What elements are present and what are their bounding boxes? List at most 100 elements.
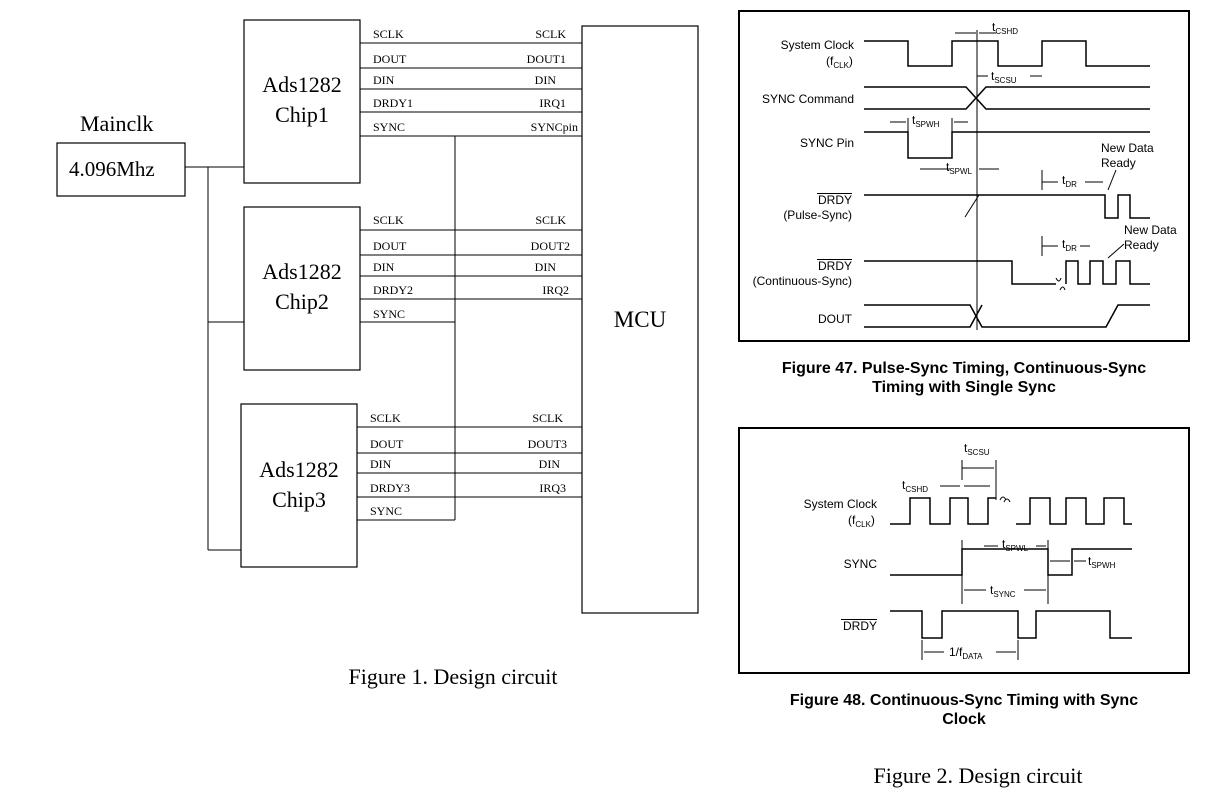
f47-ready-1: Ready bbox=[1101, 156, 1136, 170]
chip2-label: Chip2 bbox=[275, 289, 329, 314]
f47-wave-sysclk bbox=[864, 40, 1150, 67]
figure48-caption-line2: Clock bbox=[942, 711, 986, 728]
f47-label-pulse-sync: (Pulse-Sync) bbox=[783, 208, 852, 222]
f47-new-data-2: New Data bbox=[1124, 223, 1177, 237]
f47-label-sync-command: SYNC Command bbox=[762, 92, 854, 106]
figure48-caption-line1: Figure 48. Continuous-Sync Timing with S… bbox=[790, 692, 1138, 709]
f47-wave-sync-pin bbox=[864, 131, 1150, 159]
chip2-net-sclk: SCLK bbox=[535, 213, 566, 227]
figure47-caption-line2: Timing with Single Sync bbox=[872, 379, 1056, 396]
f48-label-sysclk: System Clock bbox=[804, 497, 878, 511]
chip2-pin-drdy: DRDY2 bbox=[373, 283, 413, 297]
chip3-pin-din: DIN bbox=[370, 457, 392, 471]
chip2-box bbox=[243, 206, 361, 371]
chip1-pin-dout: DOUT bbox=[373, 52, 407, 66]
f48-tsync: tSYNC bbox=[990, 583, 1016, 599]
chip2-pin-sync: SYNC bbox=[373, 307, 405, 321]
chip2-pin-dout: DOUT bbox=[373, 239, 407, 253]
f47-new-data-1: New Data bbox=[1101, 141, 1154, 155]
chip2: Ads1282 Chip2 SCLK DOUT DIN DRDY2 SYNC S… bbox=[243, 206, 582, 371]
f47-tdr2: tDR bbox=[1062, 237, 1077, 253]
f48-tscsu-ticks bbox=[961, 460, 997, 500]
f47-label-drdy-cont: DRDY bbox=[818, 259, 852, 273]
f47-new-data-pointer-2 bbox=[1107, 243, 1125, 259]
chip2-net-dout: DOUT2 bbox=[531, 239, 570, 253]
f48-tcshd: tCSHD bbox=[902, 478, 928, 494]
figure47-caption-line1: Figure 47. Pulse-Sync Timing, Continuous… bbox=[782, 360, 1146, 377]
figure48-timing: System Clock (fCLK) SYNC DRDY tSCSU tCSH… bbox=[738, 427, 1190, 728]
f47-break-icon bbox=[1055, 277, 1066, 291]
f48-sync-ticks bbox=[961, 540, 1049, 604]
chip3: Ads1282 Chip3 SCLK DOUT DIN DRDY3 SYNC S… bbox=[240, 403, 582, 568]
mcu-box bbox=[581, 25, 699, 614]
chip2-name: Ads1282 bbox=[262, 259, 341, 284]
f48-tscsu: tSCSU bbox=[964, 441, 990, 457]
mainclk-label: Mainclk bbox=[80, 111, 153, 136]
chip1-net-sclk: SCLK bbox=[535, 27, 566, 41]
chip2-pin-din: DIN bbox=[373, 260, 395, 274]
f47-tdr1-arrows bbox=[1041, 170, 1103, 190]
chip1-wires bbox=[360, 42, 582, 137]
f48-tspwl: tSPWL bbox=[1002, 537, 1029, 553]
design-circuit: Mainclk 4.096Mhz Ads1282 Chip1 SCLK DOUT… bbox=[56, 19, 699, 689]
f48-wave-sysclk-a bbox=[890, 497, 996, 525]
f47-tdr2-arrows bbox=[1041, 236, 1090, 256]
chip3-name: Ads1282 bbox=[259, 457, 338, 482]
f48-label-fclk: (fCLK) bbox=[848, 513, 875, 529]
chip1-net-dout: DOUT1 bbox=[527, 52, 566, 66]
figure47-frame bbox=[738, 10, 1190, 342]
f47-wave-drdy-cont-b bbox=[1065, 260, 1150, 285]
chip3-net-sclk: SCLK bbox=[532, 411, 563, 425]
chip3-wires bbox=[357, 426, 582, 521]
chip1-net-syncpin: SYNCpin bbox=[531, 120, 578, 134]
chip2-net-irq: IRQ2 bbox=[542, 283, 569, 297]
chip3-net-irq: IRQ3 bbox=[539, 481, 566, 495]
chip1-name: Ads1282 bbox=[262, 72, 341, 97]
chip1-box bbox=[243, 19, 361, 184]
chip1: Ads1282 Chip1 SCLK DOUT DIN DRDY1 SYNC S… bbox=[243, 19, 582, 184]
chip1-net-irq: IRQ1 bbox=[539, 96, 566, 110]
f48-tspwh-arrows bbox=[1050, 556, 1086, 566]
chip2-pin-sclk: SCLK bbox=[373, 213, 404, 227]
f47-wave-sync-command bbox=[864, 86, 1150, 110]
f47-wave-drdy-pulse bbox=[864, 194, 1150, 219]
chip3-pin-sync: SYNC bbox=[370, 504, 402, 518]
chip1-net-din: DIN bbox=[535, 73, 557, 87]
figure2-caption: Figure 2. Design circuit bbox=[874, 763, 1083, 788]
f47-wave-drdy-cont-a bbox=[864, 260, 1056, 285]
chip3-net-din: DIN bbox=[539, 457, 561, 471]
f47-tspwh-ticks bbox=[907, 118, 953, 140]
f47-label-fclk: (fCLK) bbox=[826, 54, 853, 70]
chip3-net-dout: DOUT3 bbox=[528, 437, 567, 451]
f47-label-continuous-sync: (Continuous-Sync) bbox=[753, 274, 852, 288]
f47-wave-dout bbox=[864, 304, 1150, 328]
f48-label-drdy: DRDY bbox=[843, 619, 877, 633]
chip3-label: Chip3 bbox=[272, 487, 326, 512]
f47-tspwh: tSPWH bbox=[912, 113, 940, 129]
chip1-pin-din: DIN bbox=[373, 73, 395, 87]
f47-label-sysclk: System Clock bbox=[781, 38, 855, 52]
f47-tscsu: tSCSU bbox=[991, 69, 1017, 85]
f48-wave-sysclk-b bbox=[1016, 497, 1132, 525]
oscillator-label: 4.096Mhz bbox=[69, 157, 155, 181]
mcu-label: MCU bbox=[614, 307, 667, 332]
f48-tdata: 1/fDATA bbox=[949, 645, 983, 661]
oscillator-box bbox=[56, 142, 186, 197]
f48-label-sync: SYNC bbox=[844, 557, 878, 571]
chip1-label: Chip1 bbox=[275, 102, 329, 127]
figure47-timing: System Clock (fCLK) SYNC Command SYNC Pi… bbox=[738, 10, 1190, 396]
f47-label-dout: DOUT bbox=[818, 312, 853, 326]
chip3-box bbox=[240, 403, 358, 568]
f47-tspwl: tSPWL bbox=[946, 160, 973, 176]
f47-new-data-pointer-1 bbox=[1107, 169, 1117, 191]
f48-wave-drdy bbox=[890, 610, 1132, 639]
figure48-frame bbox=[738, 427, 1190, 674]
chip3-pin-drdy: DRDY3 bbox=[370, 481, 410, 495]
chip1-pin-drdy: DRDY1 bbox=[373, 96, 413, 110]
chip2-wires bbox=[360, 229, 582, 323]
chip2-net-din: DIN bbox=[535, 260, 557, 274]
f47-ready-2: Ready bbox=[1124, 238, 1159, 252]
chip3-pin-sclk: SCLK bbox=[370, 411, 401, 425]
chip1-pin-sync: SYNC bbox=[373, 120, 405, 134]
